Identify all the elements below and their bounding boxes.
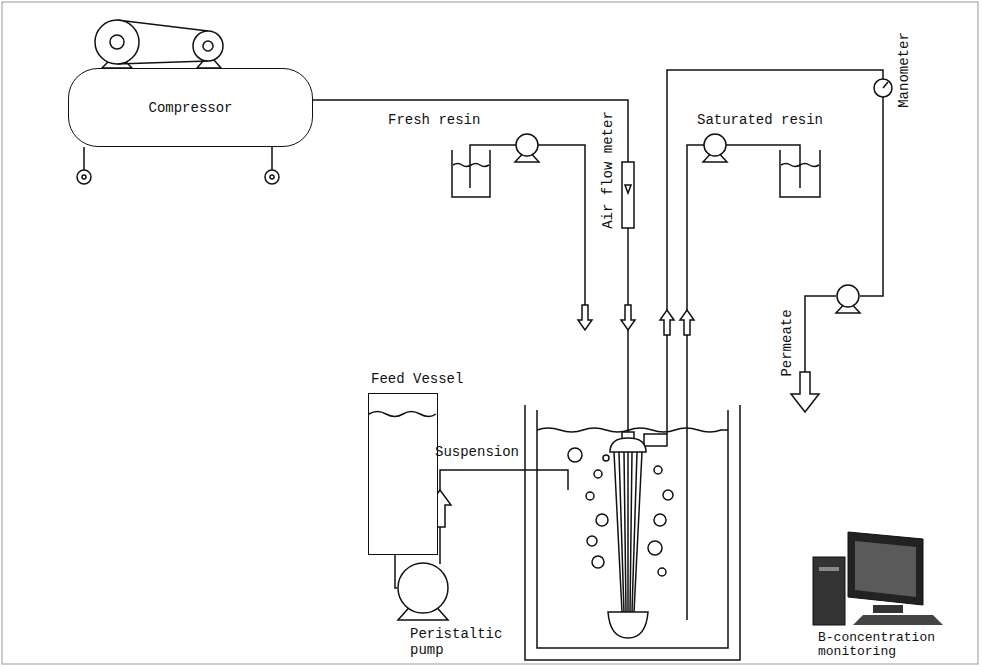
reactor-tank: [537, 410, 728, 648]
membrane-module: [630, 452, 632, 612]
pump-rotor: [398, 563, 448, 613]
saturated-resin-line: [680, 134, 820, 620]
compressor-feet: [77, 170, 91, 184]
node-text: Peristaltic pump: [410, 626, 510, 658]
air-bubbles: [654, 514, 666, 526]
resin-label: Saturated resin: [697, 112, 823, 128]
reactor-tank: [525, 405, 740, 660]
gauge-label: Manometer: [896, 32, 912, 108]
node-outline: [808, 527, 978, 627]
fresh-resin-line: [453, 164, 489, 167]
suspension-line: [440, 470, 568, 564]
monitoring-computer: B-concentration monitoring: [808, 527, 978, 662]
air-bubbles: [603, 455, 609, 461]
computer-tower: [813, 557, 845, 625]
fresh-resin-line: [470, 145, 516, 188]
air-bubbles: [568, 448, 673, 576]
suspension-line: [429, 470, 568, 564]
compressor-tank: Compressor: [68, 68, 313, 147]
computer-monitor: [848, 532, 923, 605]
air-line: [622, 162, 634, 228]
air-bubbles: [592, 556, 604, 568]
resin-label: Fresh resin: [388, 112, 480, 128]
air-bubbles: [658, 568, 666, 576]
saturated-resin-line: [680, 310, 694, 335]
node-text: Compressor: [148, 100, 232, 116]
feed-vessel: Feed Vessel: [368, 393, 438, 555]
meter-label: Air flow meter: [600, 111, 616, 229]
permeate-line: [874, 79, 892, 97]
liquid-surface: [369, 412, 436, 417]
air-bubbles: [594, 470, 602, 478]
node-outline: [397, 562, 449, 614]
membrane-module: [608, 612, 648, 638]
stream-label: Permeate: [779, 309, 795, 376]
membrane-module: [634, 452, 642, 612]
air-bubbles: [596, 514, 608, 526]
compressor-feet: [271, 147, 273, 170]
compressor-pulleys: [203, 41, 213, 51]
permeate-line: [883, 82, 888, 88]
compressor-pulleys: [117, 61, 208, 64]
node-text: Feed Vessel: [371, 371, 463, 387]
permeate-line: [860, 97, 883, 296]
peristaltic-pump: Peristaltic pump: [397, 562, 449, 614]
pipe-connector: [395, 555, 397, 588]
permeate-line: [667, 70, 883, 434]
fresh-resin-line: [578, 305, 592, 330]
tower-slot: [819, 567, 839, 571]
compressor-feet: [83, 147, 85, 170]
fresh-resin-line: [538, 145, 585, 305]
compressor-feet: [270, 175, 274, 179]
node-outline: [369, 394, 436, 553]
node-text: B-concentration monitoring: [818, 631, 973, 659]
permeate-line: [644, 70, 892, 446]
air-line: [313, 100, 635, 432]
air-line: [625, 185, 631, 193]
compressor-pulleys: [95, 20, 139, 64]
membrane-module: [624, 452, 626, 612]
saturated-resin-line: [687, 145, 704, 620]
air-line: [621, 305, 635, 330]
reactor-tank: [525, 405, 740, 660]
air-bubbles: [663, 490, 673, 500]
stream-label: Suspension: [435, 444, 519, 460]
air-bubbles: [648, 541, 662, 555]
compressor-feet: [82, 175, 86, 179]
compressor-pulleys: [193, 31, 223, 61]
permeate-line: [805, 296, 836, 372]
permeate-line: [644, 434, 667, 446]
monitor-stand: [873, 605, 903, 613]
membrane-module: [608, 432, 648, 638]
air-bubbles: [568, 448, 582, 462]
saturated-resin-line: [726, 145, 800, 188]
saturated-resin-line: [704, 134, 726, 156]
compressor-feet: [77, 147, 279, 184]
membrane-module: [619, 452, 624, 612]
fresh-resin-line: [516, 134, 538, 156]
membrane-module: [627, 452, 629, 612]
air-bubbles: [586, 492, 594, 500]
compressor-feet: [265, 170, 279, 184]
permeate-line: [837, 285, 859, 307]
air-bubbles: [587, 536, 597, 546]
compressor-pulleys: [110, 35, 124, 49]
fresh-resin-line: [452, 150, 490, 197]
permeate-line: [791, 372, 819, 412]
computer-keyboard: [853, 615, 943, 625]
monitor-screen: [855, 541, 916, 597]
membrane-module: [610, 438, 646, 452]
permeate-line: [660, 310, 674, 335]
air-bubbles: [654, 466, 662, 474]
compressor-pulleys: [95, 20, 223, 68]
fresh-resin-line: [452, 134, 592, 330]
